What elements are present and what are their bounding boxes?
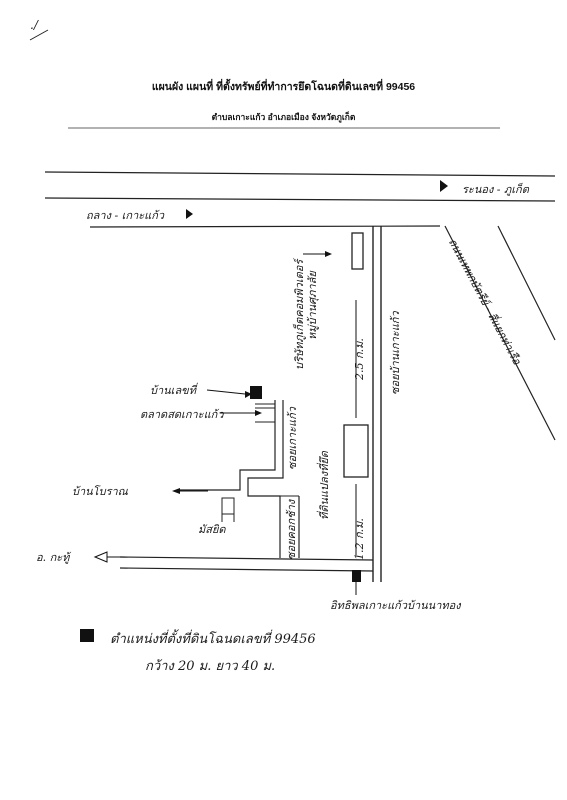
side-soi-inner (247, 400, 284, 558)
road-diagonal-left (444, 225, 556, 441)
arrow-kathu (93, 551, 108, 563)
label-soi-side: ซอยเกาะแก้ว (286, 407, 299, 470)
soi-bottom-road-lower (119, 567, 374, 572)
side-soi-outer (180, 400, 276, 491)
road-top-edge-lower (44, 197, 556, 202)
road-left-edge (89, 225, 441, 228)
label-kathu: อ. กะทู้ (36, 551, 70, 564)
label-land: ที่ดินแปลงที่ยึด (318, 451, 331, 520)
label-house-1: บ้านเลขที่ (150, 384, 196, 397)
road-diagonal-right (497, 225, 556, 341)
legend-marker (80, 629, 94, 642)
label-house-2: ตลาดสดเกาะแก้ว (140, 408, 224, 421)
label-distance-short: 1.2 ก.ม. (353, 518, 366, 560)
legend-text: ตำแหน่งที่ตั้งที่ดินโฉนดเลขที่ 99456 (110, 632, 316, 647)
label-ancient-city: บ้านโบราณ (72, 485, 128, 498)
landmark-bottom-block (352, 570, 361, 582)
house-marker-filled (250, 386, 262, 399)
label-mosque: มัสยิด (198, 523, 226, 536)
corner-mark: ./ (30, 18, 38, 32)
label-road-top: ระนอง - ภูเก็ต (462, 183, 529, 196)
label-landmark-bottom: อิทธิพลเกาะแก้วบ้านนาทอง (330, 599, 461, 612)
corner-scribble (29, 29, 49, 41)
label-road-left: ถลาง - เกาะแก้ว (86, 209, 165, 222)
soi-bottom-road-upper (119, 556, 374, 561)
label-near-building: หมู่บ้านศุภาลัย (306, 271, 319, 340)
mosque-marker (221, 497, 235, 515)
page-subtitle: ตำบลเกาะแก้ว อำเภอเมือง จังหวัดภูเก็ต (211, 112, 356, 122)
label-distance-long: 2.5 ก.ม. (353, 338, 366, 380)
building-top (351, 232, 364, 270)
building-middle (343, 424, 369, 478)
arrow-road-left (186, 209, 193, 219)
label-soi-main: ซอยบ้านเกาะแก้ว (389, 311, 402, 395)
label-soi-small: ซอยคอกช้าง (285, 499, 298, 560)
legend-size: กว้าง 20 ม. ยาว 40 ม. (145, 659, 276, 674)
road-top-edge-upper (44, 171, 556, 177)
arrow-right-top (440, 180, 448, 192)
page-title: แผนผัง แผนที่ ที่ตั้งทรัพย์ที่ทำการยึดโฉ… (151, 81, 416, 93)
